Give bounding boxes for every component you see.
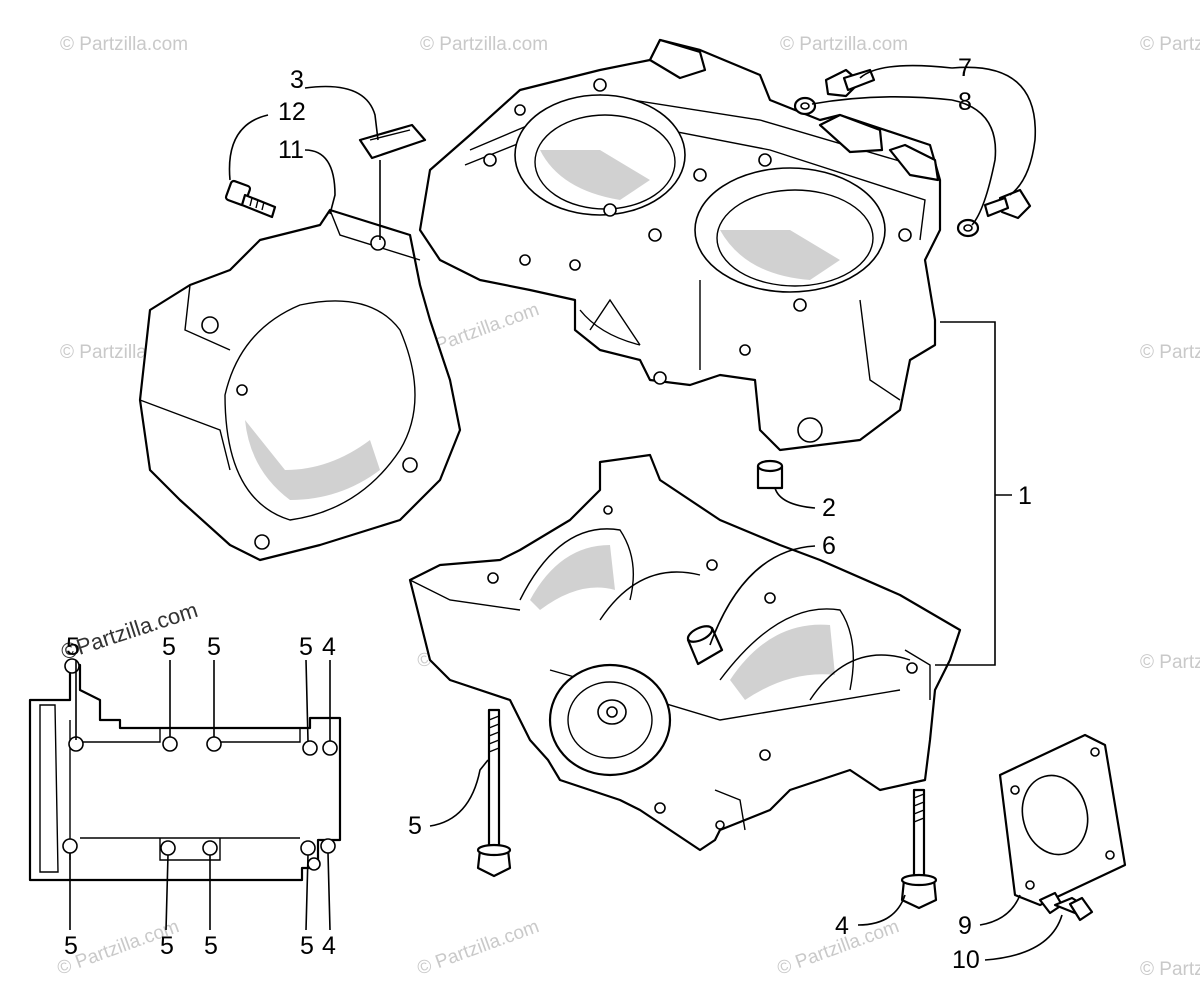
part-4-bolt bbox=[900, 788, 938, 910]
inset-callout-bottom: 5 bbox=[300, 932, 314, 960]
inset-callout-bottom: 5 bbox=[204, 932, 218, 960]
callout-12: 12 bbox=[278, 98, 306, 126]
callout-8: 8 bbox=[958, 88, 972, 116]
inset-callout-top: 5 bbox=[66, 633, 80, 661]
fan-housing bbox=[138, 208, 462, 562]
callout-5: 5 bbox=[408, 812, 422, 840]
part-5-long-bolt bbox=[476, 708, 512, 878]
inset-callout-top: 4 bbox=[322, 633, 336, 661]
callout-11: 11 bbox=[278, 136, 304, 164]
callout-10: 10 bbox=[952, 946, 980, 974]
watermark: © Partzilla.com bbox=[1140, 959, 1200, 980]
part-11-bolt bbox=[224, 179, 277, 219]
watermark: © Partzilla.com bbox=[415, 916, 542, 980]
inset-callout-top: 5 bbox=[299, 633, 313, 661]
watermark: © Partzilla.com bbox=[60, 34, 188, 55]
callout-3: 3 bbox=[290, 66, 304, 94]
upper-crankcase bbox=[418, 38, 942, 452]
inset-callout-bottom: 4 bbox=[322, 932, 336, 960]
part-3-clip bbox=[358, 123, 427, 160]
watermark: © Partzilla.com bbox=[1140, 342, 1200, 363]
part-7-bolt-upper bbox=[824, 68, 876, 98]
part-10-bolt bbox=[1038, 891, 1094, 922]
callout-leaders bbox=[228, 64, 1063, 961]
inset-callout-bottom: 5 bbox=[64, 932, 78, 960]
watermark: © Partzilla.com bbox=[420, 34, 548, 55]
part-8-washer-upper bbox=[793, 96, 817, 116]
inset-callout-bottom: 5 bbox=[160, 932, 174, 960]
callout-2: 2 bbox=[822, 494, 836, 522]
callout-4: 4 bbox=[835, 912, 849, 940]
lower-crankcase bbox=[408, 453, 962, 852]
watermark: © Partzilla.com bbox=[1140, 652, 1200, 673]
inset-callout-top: 5 bbox=[207, 633, 221, 661]
bolt-pattern-inset: ©Partzilla.com 5 5 5 5 4 5 5 5 5 4 bbox=[28, 597, 342, 960]
callout-1: 1 bbox=[1018, 482, 1032, 510]
callout-9: 9 bbox=[958, 912, 972, 940]
callout-numbers: 3 12 11 7 8 1 2 6 5 4 9 10 bbox=[278, 54, 1032, 974]
part-7-bolt-lower bbox=[983, 188, 1032, 220]
callout-6: 6 bbox=[822, 532, 836, 560]
callout-7: 7 bbox=[958, 54, 972, 82]
watermark: © Partzilla.com bbox=[780, 34, 908, 55]
inset-callout-top: 5 bbox=[162, 633, 176, 661]
part-9-gasket bbox=[998, 733, 1127, 907]
part-2-dowel bbox=[756, 459, 784, 490]
watermark: © Partzilla.com bbox=[1140, 34, 1200, 55]
